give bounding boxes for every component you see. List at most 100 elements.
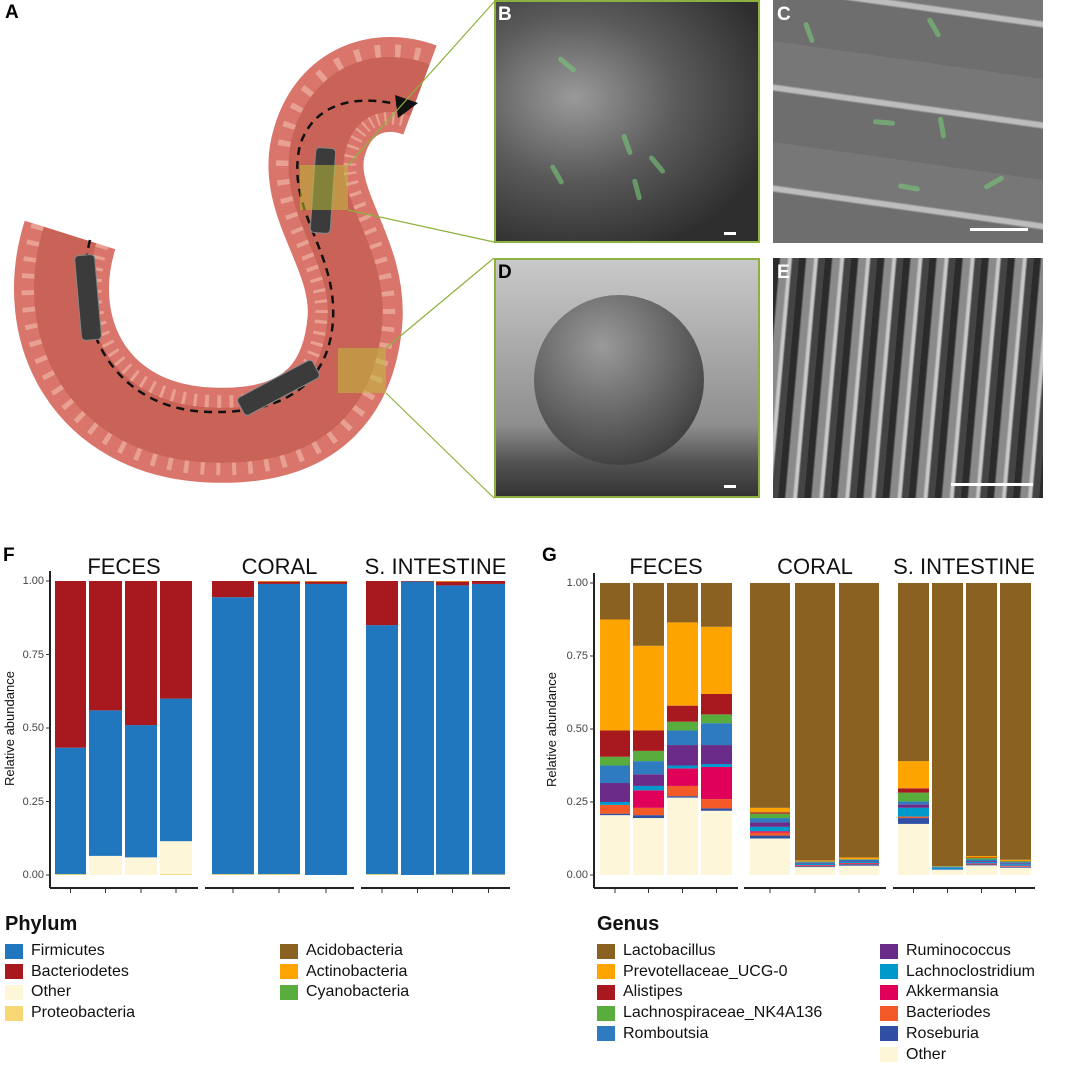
legend-item: Bacteriodes xyxy=(880,1004,991,1022)
bar-segment-prevotellaceae-ucg-0 xyxy=(1000,859,1031,861)
facet-title: FECES xyxy=(87,554,161,579)
legend-item: Acidobacteria xyxy=(280,942,403,960)
bar-segment-lachnoclostridium xyxy=(898,807,929,817)
bar-segment-ruminococcus xyxy=(795,863,835,864)
legend-label: Bacteriodes xyxy=(906,1004,991,1022)
bar-segment-firmicutes xyxy=(125,725,157,858)
bar-segment-akkermansia xyxy=(966,863,997,864)
bar-segment-bacteriodetes xyxy=(472,581,505,584)
bar-segment-alistipes xyxy=(600,730,630,757)
bar-segment-romboutsia xyxy=(795,862,835,864)
facet-title: S. INTESTINE xyxy=(893,554,1035,579)
bar-segment-bacteriodes xyxy=(898,816,929,819)
legend-item: Ruminococcus xyxy=(880,942,1011,960)
y-tick-label: 0.00 xyxy=(22,869,44,881)
bar-segment-akkermansia xyxy=(1000,865,1031,867)
bar-segment-firmicutes xyxy=(55,747,86,875)
bar-segment-firmicutes xyxy=(366,625,398,875)
sem-image-c xyxy=(773,0,1043,243)
bar-segment-proteobacteria xyxy=(472,874,505,875)
bar-segment-lachnospiraceae-nk4a136 xyxy=(633,750,664,762)
scale-bar xyxy=(724,232,736,235)
bar-segment-other xyxy=(966,865,997,875)
bar-segment-proteobacteria xyxy=(212,874,254,875)
bar-segment-bacteriodetes xyxy=(55,581,86,748)
bar-segment-lachnospiraceae-nk4a136 xyxy=(795,861,835,863)
bar-segment-proteobacteria xyxy=(366,874,398,875)
bar-segment-lachnospiraceae-nk4a136 xyxy=(898,792,929,802)
y-tick-label: 0.25 xyxy=(22,795,44,808)
bar-segment-roseburia xyxy=(633,815,664,819)
legend-swatch xyxy=(597,943,615,959)
bar-segment-other xyxy=(160,841,192,875)
bar-segment-ruminococcus xyxy=(750,822,790,827)
y-axis-label: Relative abundance xyxy=(2,671,17,786)
bar-segment-lactobacillus xyxy=(633,583,664,646)
y-tick-label: 1.00 xyxy=(566,577,588,589)
facet-title: S. INTESTINE xyxy=(364,554,507,579)
bar-segment-firmicutes xyxy=(436,585,469,875)
capsule-device xyxy=(237,359,320,416)
bar-segment-lachnoclostridium xyxy=(633,785,664,791)
capsule-path-line xyxy=(83,99,401,414)
legend-swatch xyxy=(880,964,898,980)
legend-swatch xyxy=(880,1047,898,1062)
bar-segment-lachnoclostridium xyxy=(795,863,835,866)
bar-segment-lachnoclostridium xyxy=(966,861,997,864)
legend-label: Lactobacillus xyxy=(623,942,716,959)
bar-segment-other xyxy=(667,797,698,875)
bar-segment-romboutsia xyxy=(667,730,698,746)
legend-swatch xyxy=(880,943,898,959)
bar-segment-prevotellaceae-ucg-0 xyxy=(600,619,630,731)
bar-segment-lachnospiraceae-nk4a136 xyxy=(966,858,997,860)
bar-segment-akkermansia xyxy=(701,766,732,800)
bar-segment-ruminococcus xyxy=(966,860,997,862)
bar-segment-other xyxy=(1000,867,1031,875)
bar-segment-lactobacillus xyxy=(600,583,630,620)
legend-swatch xyxy=(5,964,23,980)
connector-line xyxy=(347,209,495,243)
legend-label: Firmicutes xyxy=(31,942,105,959)
y-axis-label: Relative abundance xyxy=(544,672,559,787)
bar-segment-lachnospiraceae-nk4a136 xyxy=(667,721,698,731)
bar-segment-proteobacteria xyxy=(160,874,192,875)
legend-swatch xyxy=(5,1005,23,1021)
legend-item: Cyanobacteria xyxy=(280,983,409,1001)
y-tick-label: 1.00 xyxy=(22,575,44,587)
bar-segment-other xyxy=(89,855,122,875)
bar-segment-lachnospiraceae-nk4a136 xyxy=(932,866,963,867)
facet-title: CORAL xyxy=(777,554,853,579)
bar-segment-ruminococcus xyxy=(600,783,630,802)
bar-segment-ruminococcus xyxy=(701,745,732,765)
legend-item: Roseburia xyxy=(880,1025,979,1043)
legend-item: Firmicutes xyxy=(5,942,105,960)
bar-segment-bacteriodetes xyxy=(125,581,157,726)
bar-segment-firmicutes xyxy=(160,698,192,842)
bar-segment-bacteriodetes xyxy=(258,581,300,584)
bar-segment-bacteriodes xyxy=(1000,866,1031,867)
bar-segment-ruminococcus xyxy=(667,745,698,766)
bar-segment-firmicutes xyxy=(472,583,505,875)
legend-title: Phylum xyxy=(5,913,78,935)
bar-segment-other xyxy=(795,867,835,875)
bar-segment-bacteriodes xyxy=(839,863,879,865)
highlight-region-lower xyxy=(338,348,386,393)
bar-segment-roseburia xyxy=(839,864,879,866)
connector-line xyxy=(347,1,495,166)
connector-line xyxy=(385,392,495,499)
bar-segment-akkermansia xyxy=(750,831,790,833)
sem-image-d xyxy=(494,258,760,498)
legend-label: Lachnospiraceae_NK4A136 xyxy=(623,1004,823,1022)
bar-segment-ruminococcus xyxy=(898,804,929,808)
bar-segment-prevotellaceae-ucg-0 xyxy=(966,856,997,858)
bar-segment-actinobacteria xyxy=(305,581,347,582)
panel-label-c: C xyxy=(777,4,791,25)
bar-segment-lactobacillus xyxy=(898,583,929,762)
bar-segment-romboutsia xyxy=(932,866,963,868)
bar-segment-other xyxy=(633,818,664,875)
panel-label-b: B xyxy=(498,4,512,25)
bar-segment-romboutsia xyxy=(839,859,879,861)
bar-segment-akkermansia xyxy=(795,865,835,866)
bar-segment-proteobacteria xyxy=(436,874,469,875)
bar-segment-firmicutes xyxy=(212,597,254,875)
